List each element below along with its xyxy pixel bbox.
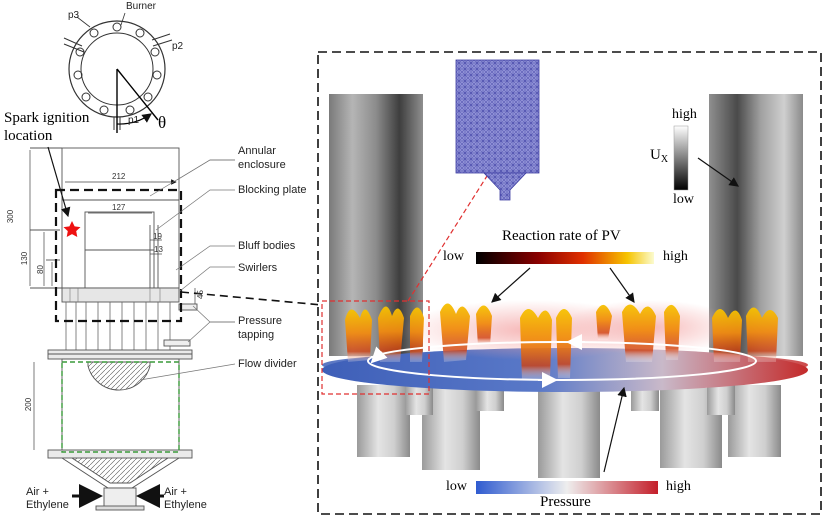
reaction-low-label: low bbox=[443, 249, 464, 264]
dim-80: 80 bbox=[35, 265, 45, 274]
inlet-left-line2: Ethylene bbox=[26, 499, 69, 511]
dim-13: 13 bbox=[154, 245, 163, 254]
p2-label: p2 bbox=[172, 41, 184, 52]
modelled-region-box bbox=[54, 188, 183, 323]
dim-300: 300 bbox=[6, 209, 16, 224]
pressure-low-label: low bbox=[446, 479, 467, 494]
dim-19: 19 bbox=[153, 232, 162, 241]
flow-divider-label: Flow divider bbox=[238, 358, 297, 370]
blocking-plate-label: Blocking plate bbox=[238, 184, 307, 196]
inlet-right-line1: Air + bbox=[164, 486, 187, 498]
spark-star-icon bbox=[63, 221, 81, 237]
reaction-rate-title: Reaction rate of PV bbox=[502, 228, 621, 244]
inlet-left-label: Air + Ethylene bbox=[26, 486, 69, 512]
mesh-zoom-box bbox=[321, 300, 430, 395]
inlet-right-line2: Ethylene bbox=[164, 499, 207, 511]
annular-enclosure-label: Annular enclosure bbox=[238, 144, 286, 172]
pressure-line1: Pressure bbox=[238, 315, 283, 327]
ux-low-label: low bbox=[673, 192, 694, 207]
callout-leaders bbox=[139, 159, 236, 381]
dim-45: 45 bbox=[195, 290, 205, 299]
pressure-high-label: high bbox=[666, 479, 691, 494]
ux-label: UX bbox=[650, 147, 669, 166]
swirlers-label: Swirlers bbox=[238, 262, 278, 274]
inlet-left-line1: Air + bbox=[26, 486, 49, 498]
dimension-lines bbox=[29, 150, 196, 450]
mesh-inset bbox=[455, 59, 540, 201]
dim-212: 212 bbox=[112, 172, 126, 181]
ux-high-label: high bbox=[672, 107, 697, 122]
reaction-high-label: high bbox=[663, 249, 688, 264]
swirl-direction-ellipse bbox=[367, 341, 757, 381]
bluff-bodies-label: Bluff bodies bbox=[238, 240, 296, 252]
theta-label: θ bbox=[158, 113, 167, 132]
ux-colorbar bbox=[673, 125, 689, 191]
inlet-right-label: Air + Ethylene bbox=[164, 486, 207, 512]
dim-127: 127 bbox=[112, 203, 126, 212]
bluff-body-cylinders bbox=[357, 375, 781, 478]
annular-line2: enclosure bbox=[238, 159, 286, 171]
top-view-schematic bbox=[63, 12, 173, 133]
pressure-colorbar bbox=[476, 481, 658, 494]
dim-130: 130 bbox=[20, 251, 30, 266]
pressure-title: Pressure bbox=[540, 494, 591, 510]
p3-label: p3 bbox=[68, 10, 80, 21]
spark-location-label: location bbox=[4, 128, 53, 144]
p1-label: p1 bbox=[128, 115, 140, 126]
side-section-schematic bbox=[30, 147, 198, 511]
spark-ignition-label: Spark ignition bbox=[4, 110, 90, 126]
ux-subscript: X bbox=[660, 154, 669, 165]
pressure-tapping-label: Pressure tapping bbox=[238, 314, 282, 342]
burner-label: Burner bbox=[126, 1, 157, 12]
pressure-line2: tapping bbox=[238, 329, 275, 341]
burner-ports bbox=[73, 22, 162, 115]
dim-200: 200 bbox=[24, 397, 34, 412]
annular-line1: Annular bbox=[238, 145, 276, 157]
ux-symbol: U bbox=[650, 147, 661, 163]
reaction-rate-colorbar bbox=[476, 252, 654, 264]
